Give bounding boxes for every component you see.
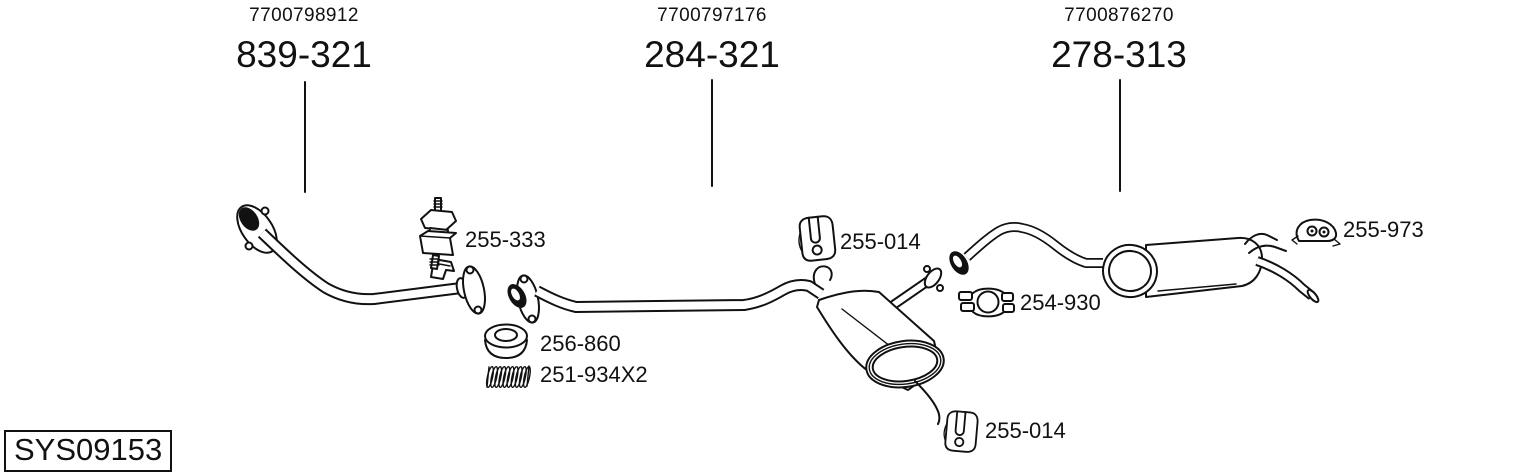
- section-code: 278-313: [1051, 33, 1187, 75]
- section-code: 839-321: [236, 33, 372, 75]
- center-pipe-drawing: [507, 274, 825, 324]
- middle-muffler-drawing: [812, 265, 945, 425]
- outlet-collar: [923, 265, 944, 292]
- rear-rubber-mount-drawing: [1291, 218, 1341, 247]
- pipe-clamp-drawing: [958, 287, 1015, 318]
- part-label-pipe-clamp: 254-930: [1020, 290, 1101, 315]
- part-label-rear-hanger: 255-014: [985, 418, 1066, 443]
- section-ref-front: 7700798912 839-321: [236, 5, 372, 75]
- muffler-hook: [812, 265, 833, 285]
- front-rubber-mount-drawing: [419, 197, 457, 270]
- part-label-rear-rubber-mount: 255-973: [1343, 217, 1424, 242]
- part-label-middle-hanger: 255-014: [840, 229, 921, 254]
- section-ref-center: 7700797176 284-321: [644, 5, 780, 75]
- center-flange: [507, 274, 540, 324]
- front-pipe-end-flange: [455, 265, 486, 315]
- rear-hanger-rods: [1244, 232, 1278, 245]
- spring-drawing: [485, 365, 531, 388]
- system-code-box: SYS09153: [4, 430, 173, 472]
- middle-hanger-drawing: [795, 214, 838, 263]
- front-pipe-drawing: [236, 204, 486, 315]
- system-code: SYS09153: [14, 432, 163, 467]
- part-label-front-rubber-mount: 255-333: [465, 227, 546, 252]
- rear-pipe-drawing: [949, 222, 1103, 275]
- rear-muffler-drawing: [1102, 232, 1320, 304]
- oe-number: 7700797176: [657, 5, 767, 26]
- section-ref-rear: 7700876270 278-313: [1051, 5, 1187, 75]
- oe-number: 7700876270: [1064, 5, 1174, 26]
- gasket-ring-drawing: [484, 323, 528, 359]
- section-code: 284-321: [644, 33, 780, 75]
- rear-muffler-body: [1145, 236, 1263, 298]
- muffler-hanger-rod: [914, 380, 941, 425]
- oe-number: 7700798912: [249, 5, 359, 26]
- rear-hanger-drawing: [941, 409, 980, 454]
- part-label-spring-kit: 251-934X2: [540, 362, 648, 387]
- part-label-gasket-ring: 256-860: [540, 331, 621, 356]
- rear-pipe-trumpet: [949, 251, 969, 275]
